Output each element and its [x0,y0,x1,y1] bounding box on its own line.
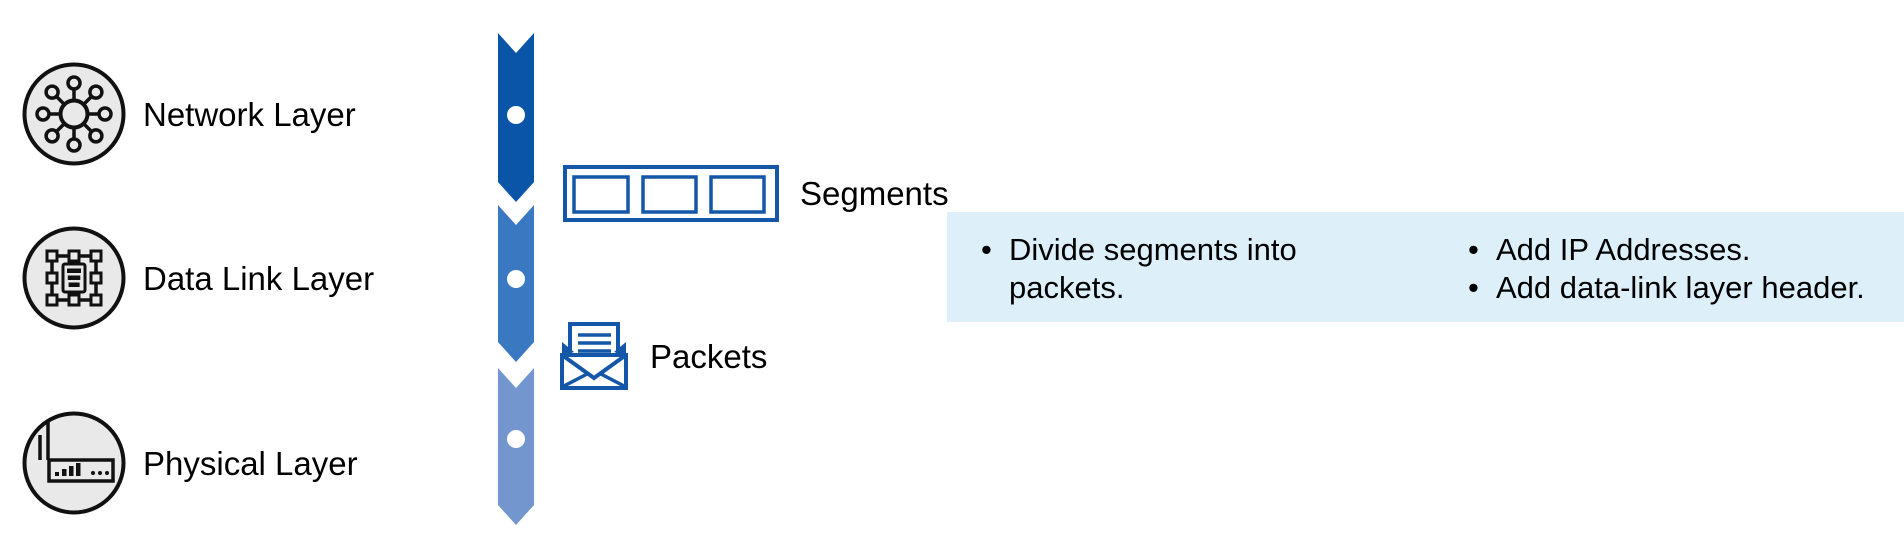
network-layer-icon [22,62,126,166]
chevron-dot-network [507,106,525,124]
bullet-text: Add IP Addresses. [1496,232,1751,267]
layer-row-data-link: Data Link Layer [22,226,374,330]
segments-label: Segments [800,175,949,212]
bullet-item: • Divide segments into packets. [981,231,1311,307]
segments-row: Segments [563,165,949,222]
bullet-text: Divide segments into packets. [1009,232,1297,305]
packets-row: Packets [560,322,767,390]
addressing-notes-list: • Add IP Addresses. • Add data-link laye… [1468,231,1865,307]
segments-icon [563,165,779,222]
packets-label: Packets [650,337,768,375]
data-link-layer-icon [22,226,126,330]
packets-notes-list: • Divide segments into packets. [981,231,1311,307]
bullet-glyph: • [1468,270,1479,305]
bullet-glyph: • [981,232,992,267]
bullet-item: • Add data-link layer header. [1468,269,1865,307]
chevron-dot-data-link [507,270,525,288]
data-link-layer-label: Data Link Layer [143,259,375,297]
chevron-dot-physical [507,430,525,448]
packets-envelope-icon [560,322,628,390]
physical-layer-label: Physical Layer [143,444,358,482]
bullet-item: • Add IP Addresses. [1468,231,1865,269]
physical-layer-icon [22,411,126,515]
callout-band: • Divide segments into packets. • Add IP… [947,212,1904,322]
network-layer-label: Network Layer [143,95,356,133]
bullet-text: Add data-link layer header. [1496,270,1865,305]
layer-row-physical: Physical Layer [22,411,358,515]
bullet-glyph: • [1468,232,1479,267]
layer-row-network: Network Layer [22,62,356,166]
